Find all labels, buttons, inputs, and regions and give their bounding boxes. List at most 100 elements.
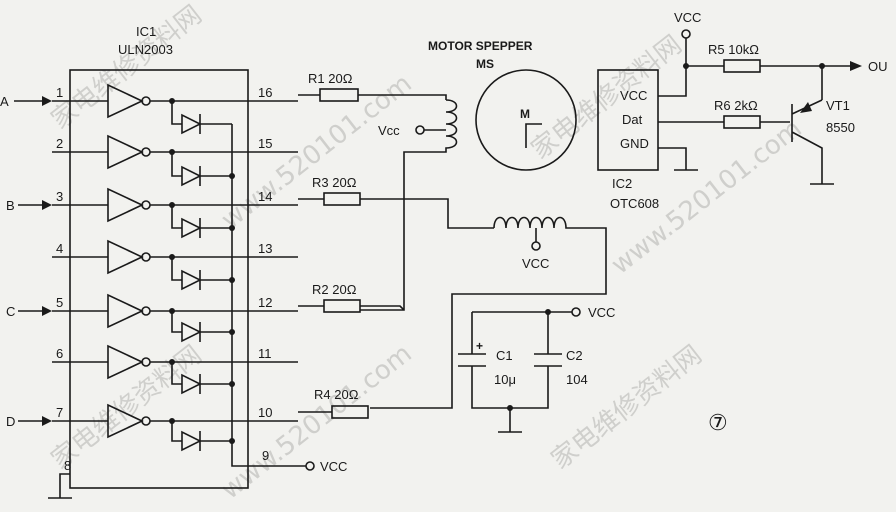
ic2-name: IC2 (612, 176, 632, 191)
transistor-part: 8550 (826, 120, 855, 135)
r3-wires (298, 198, 494, 229)
junction-dot (169, 149, 175, 155)
junction-dot (229, 173, 235, 179)
junction-dot (169, 254, 175, 260)
diode-6 (171, 362, 232, 395)
junction-dot (169, 202, 175, 208)
ic2-body (597, 69, 659, 171)
pin-2-label: 2 (56, 136, 63, 151)
pin-8-ground (48, 473, 72, 499)
inverter-4 (107, 239, 144, 275)
input-c-label: C (6, 304, 15, 319)
figure-number: ⑦ (708, 410, 728, 435)
input-b-label: B (6, 198, 15, 213)
r1-resistor (319, 88, 359, 102)
pin-12-label: 12 (258, 295, 272, 310)
caps-vcc-terminal (571, 307, 581, 317)
input-c-arrow (42, 306, 52, 316)
pin-10-label: 10 (258, 405, 272, 420)
motor-step-symbol (525, 123, 542, 148)
r2-resistor (323, 299, 361, 313)
pin-9-terminal (305, 461, 315, 471)
diode-5 (171, 311, 232, 343)
pin-5-label: 5 (56, 295, 63, 310)
pin-6-label: 6 (56, 346, 63, 361)
input-d-arrow (42, 416, 52, 426)
diode-1 (181, 113, 232, 135)
pin-15-label: 15 (258, 136, 272, 151)
caps-vcc-label: VCC (588, 305, 615, 320)
r2-wires (298, 305, 405, 311)
output-arrow (850, 61, 862, 71)
pin-9-label: 9 (262, 448, 269, 463)
ic2-ground (658, 147, 698, 171)
pin-16-label: 16 (258, 85, 272, 100)
pin-8-label: 8 (64, 458, 71, 473)
input-a-label: A (0, 94, 9, 109)
c2-label: C2 (566, 348, 583, 363)
c1-value: 10μ (494, 372, 516, 387)
pin-7-label: 7 (56, 405, 63, 420)
pin-3-label: 3 (56, 189, 63, 204)
c1-label: C1 (496, 348, 513, 363)
ic2-vcc-wires (658, 38, 850, 100)
diode-4 (171, 257, 232, 291)
diode-7 (171, 421, 232, 452)
output-label: OU (868, 59, 888, 74)
r6-label: R6 2kΩ (714, 98, 758, 113)
r5-label: R5 10kΩ (708, 42, 759, 57)
r3-label: R3 20Ω (312, 175, 357, 190)
diode-rail (171, 101, 233, 460)
junction-dot (683, 63, 689, 69)
capacitor-network-wires (471, 311, 572, 433)
motor-name: MS (476, 57, 494, 71)
pin-14-label: 14 (258, 189, 272, 204)
diode-3 (171, 205, 232, 239)
transistor-name: VT1 (826, 98, 850, 113)
junction-dot (169, 98, 175, 104)
ic2-vcc-label: VCC (674, 10, 701, 25)
capacitor-c2 (534, 353, 562, 367)
junction-dot (545, 309, 551, 315)
ic1-name: IC1 (136, 24, 156, 39)
junction-dot (169, 418, 175, 424)
pin-11-label: 11 (258, 346, 272, 361)
r5-resistor (723, 59, 761, 73)
inverter-6 (107, 344, 144, 380)
input-a-arrow (42, 96, 52, 106)
coil-2-vcc-terminal (531, 241, 541, 251)
motor-coil-2 (370, 216, 607, 409)
inverter-7 (107, 403, 144, 439)
diode-2 (171, 152, 232, 187)
junction-dot (507, 405, 513, 411)
coil-2-vcc-label: VCC (522, 256, 549, 271)
inverter-3 (107, 187, 144, 223)
ic1-part: ULN2003 (118, 42, 173, 57)
transistor-emitter-arrow (800, 102, 812, 113)
inverter-2 (107, 134, 144, 170)
junction-dot (229, 381, 235, 387)
watermark-text: 家电维修资料网 (526, 30, 688, 166)
watermark-group: 家电维修资料网 www.520101.com 家电维修资料网 www.52010… (46, 0, 808, 506)
r1-label: R1 20Ω (308, 71, 353, 86)
r6-resistor (723, 115, 761, 129)
motor-letter: M (520, 107, 530, 121)
input-b-arrow (42, 200, 52, 210)
junction-dot (169, 359, 175, 365)
output-wires (150, 100, 298, 422)
ic1-body (69, 69, 249, 489)
ic2-pin-dat: Dat (622, 112, 643, 127)
r2-label: R2 20Ω (312, 282, 357, 297)
motor-title: MOTOR SPEPPER (428, 39, 533, 53)
pin-1-label: 1 (56, 85, 63, 100)
junction-dot (229, 329, 235, 335)
left-pin-wires (52, 100, 108, 422)
junction-dot (229, 438, 235, 444)
r3-resistor (323, 192, 361, 206)
c1-polarity: + (476, 339, 483, 353)
coil-1-vcc-terminal (415, 125, 425, 135)
ic2-pin-gnd: GND (620, 136, 649, 151)
r4-label: R4 20Ω (314, 387, 359, 402)
r4-resistor (331, 405, 369, 419)
